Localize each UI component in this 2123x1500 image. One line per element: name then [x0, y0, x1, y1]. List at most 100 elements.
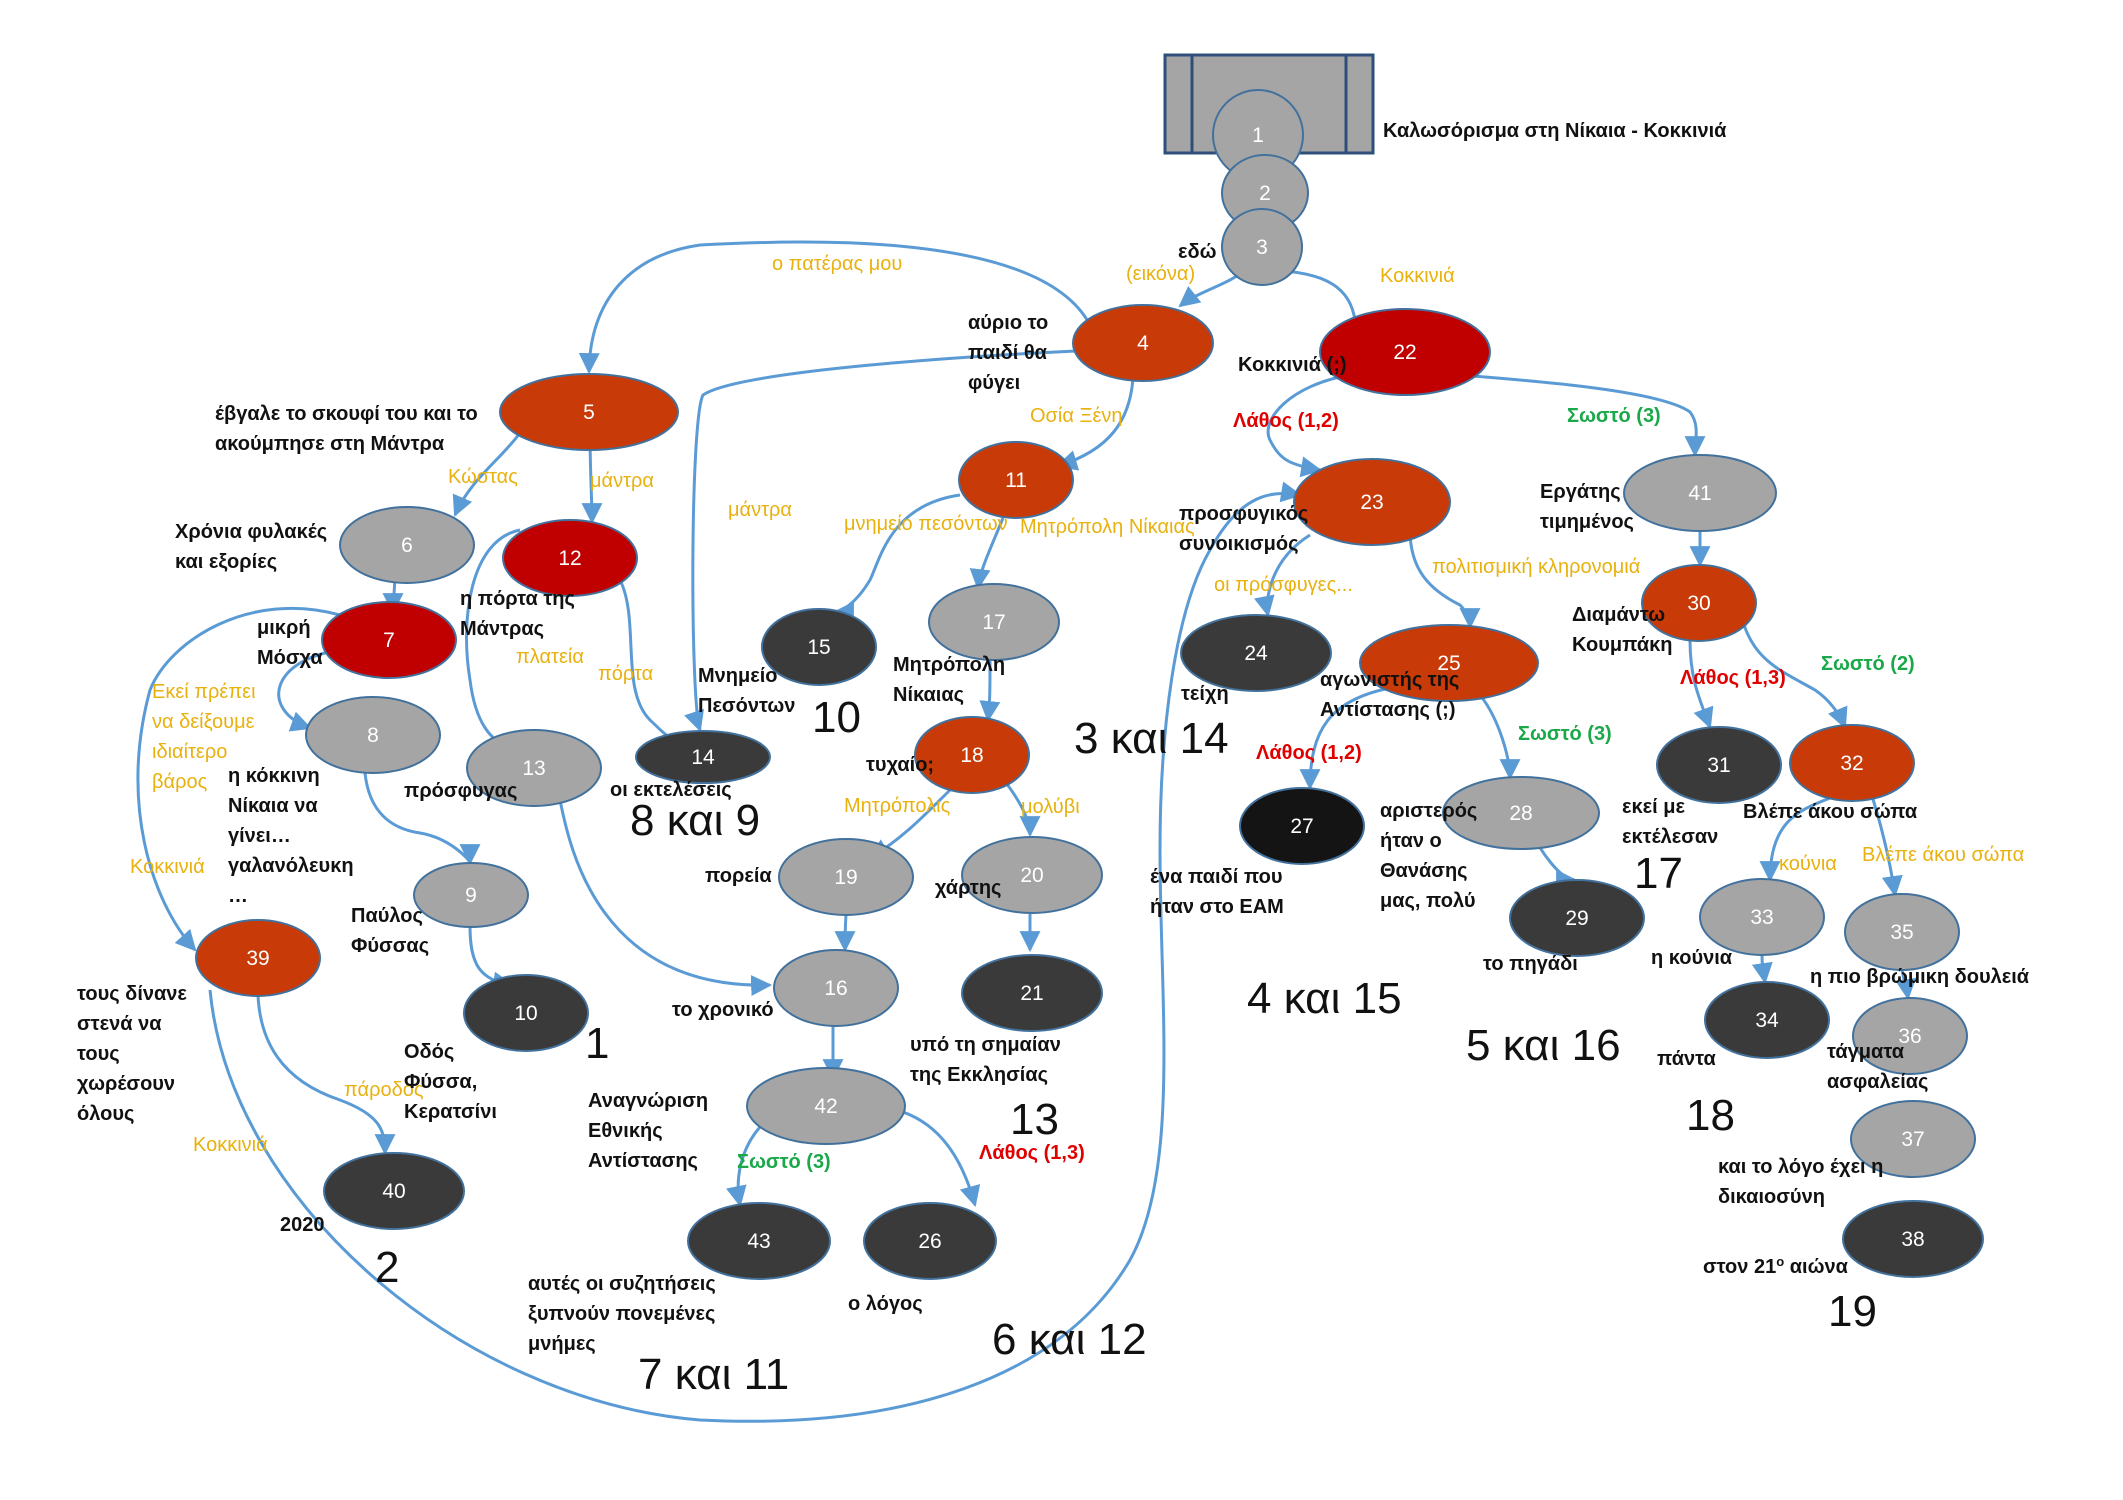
node-number-9: 9	[465, 884, 477, 907]
node-number-7: 7	[383, 629, 395, 652]
node-label-29: το πηγάδι	[1483, 953, 1578, 975]
node-shape-20	[961, 836, 1103, 914]
node-label-32: Βλέπε άκου σώπα	[1743, 801, 1918, 823]
edge-7-8	[277, 648, 341, 732]
node-number-41: 41	[1688, 482, 1711, 505]
edge-7-39	[136, 606, 341, 952]
node-label-24: τείχη	[1181, 683, 1229, 705]
edge-4-5	[578, 240, 1092, 375]
edge-39-23	[208, 481, 1303, 1423]
edge-label-12-14: πόρτα	[598, 663, 653, 685]
node-label-13: πρόσφυγας	[404, 780, 517, 802]
node-number-34: 34	[1755, 1009, 1779, 1032]
edge-11-17	[969, 517, 1005, 591]
node-35: 35	[1844, 893, 1960, 971]
node-number-33: 33	[1750, 906, 1773, 929]
edge-label-11-17: Μητρόπολη Νίκαιας	[1020, 516, 1195, 538]
node-27: 27	[1239, 787, 1365, 865]
edge-label-4-5: ο πατέρας μου	[772, 253, 902, 275]
stage-number: 7 και 11	[638, 1350, 789, 1399]
node-shape-29	[1509, 879, 1645, 957]
node-shape-32	[1789, 724, 1915, 802]
node-28: 28	[1442, 776, 1600, 850]
node-10: 10	[463, 974, 589, 1052]
node-number-35: 35	[1890, 921, 1913, 944]
node-shape-21	[961, 954, 1103, 1032]
node-31: 31	[1656, 726, 1782, 804]
edge-25-28	[1478, 694, 1521, 781]
node-number-22: 22	[1393, 341, 1416, 364]
node-shape-39	[195, 919, 321, 997]
node-number-23: 23	[1360, 491, 1383, 514]
node-shape-40	[323, 1152, 465, 1230]
edge-32-35	[1868, 789, 1903, 898]
node-number-20: 20	[1020, 864, 1043, 887]
edge-25-27	[1299, 686, 1391, 791]
node-shape-3	[1221, 208, 1303, 286]
node-shape-28	[1442, 776, 1600, 850]
node-26: 26	[863, 1202, 997, 1280]
node-number-15: 15	[807, 636, 830, 659]
edge-label-7-39: Κοκκινιά	[130, 856, 205, 878]
node-shape-22	[1319, 308, 1491, 396]
edge-label-5-6: Κώστας	[448, 466, 518, 488]
node-shape-24	[1180, 614, 1332, 692]
edge-label-42-26: Λάθος (1,3)	[979, 1142, 1085, 1164]
node-19: 19	[778, 838, 914, 916]
node-20: 20	[961, 836, 1103, 914]
node-label-34: πάντα	[1657, 1048, 1717, 1070]
node-shape-13	[466, 729, 602, 807]
edge-label-42-43: Σωστό (3)	[737, 1151, 831, 1173]
edge-label-23-24: οι πρόσφυγες...	[1214, 574, 1353, 596]
node-number-43: 43	[747, 1230, 770, 1253]
node-number-17: 17	[982, 611, 1005, 634]
node-4: 4	[1072, 304, 1214, 382]
node-shape-38	[1842, 1200, 1984, 1278]
stage-number: 8 και 9	[630, 796, 760, 845]
stage-number: 17	[1634, 849, 1683, 898]
node-shape-8	[305, 696, 441, 774]
node-5: 5	[499, 373, 679, 451]
node-number-2: 2	[1259, 182, 1271, 205]
node-number-8: 8	[367, 724, 379, 747]
node-number-10: 10	[514, 1002, 537, 1025]
edge-22-23	[1266, 373, 1351, 478]
stage-number: 5 και 16	[1466, 1021, 1621, 1070]
edge-4-14	[684, 348, 1101, 732]
node-38: 38	[1842, 1200, 1984, 1278]
node-18: 18	[914, 716, 1030, 794]
edge-label-3-22: Κοκκινιά	[1380, 265, 1455, 287]
node-29: 29	[1509, 879, 1645, 957]
edge-39-40	[256, 994, 396, 1156]
node-shape-10	[463, 974, 589, 1052]
edge-12-13	[465, 528, 521, 756]
node-shape-25	[1359, 624, 1539, 702]
node-label-38: στον 21ο αιώνα	[1703, 1254, 1849, 1279]
node-label-20: χάρτης	[935, 877, 1001, 899]
node-37: 37	[1850, 1100, 1976, 1178]
edge-17-18	[979, 659, 1001, 723]
node-number-11: 11	[1005, 469, 1027, 492]
node-shape-19	[778, 838, 914, 916]
node-number-24: 24	[1244, 642, 1268, 665]
node-number-27: 27	[1290, 815, 1313, 838]
node-22: 22	[1319, 308, 1491, 396]
edge-4-11	[1055, 377, 1135, 471]
node-number-28: 28	[1509, 802, 1532, 825]
stage-number: 1	[585, 1019, 609, 1068]
